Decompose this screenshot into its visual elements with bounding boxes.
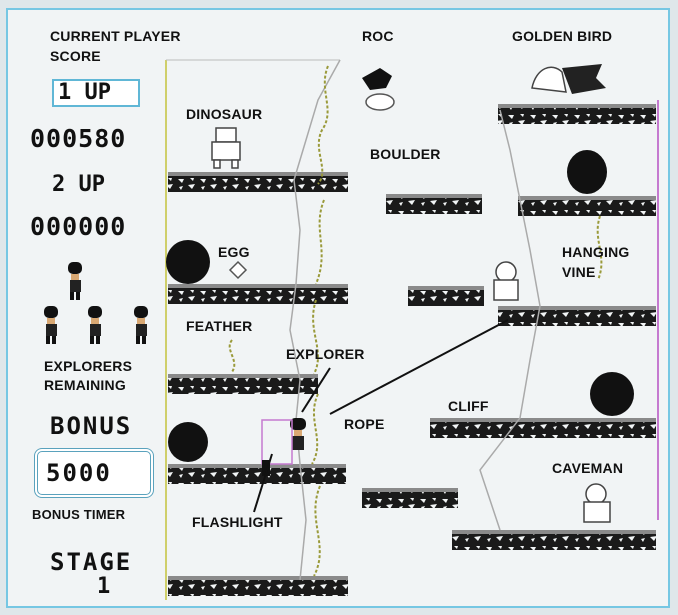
hanging-vine-label-line1: HANGING (562, 244, 630, 260)
caveman-sprite (494, 262, 518, 300)
boulder-label: BOULDER (370, 146, 441, 162)
explorer-label: EXPLORER (286, 346, 365, 362)
ledge (498, 104, 656, 124)
hanging-vine (314, 486, 320, 576)
rope-label: ROPE (344, 416, 384, 432)
floating-ledge (386, 194, 482, 214)
ledge (168, 172, 348, 192)
feather-label: FEATHER (186, 318, 252, 334)
hanging-vine-label-line2: VINE (562, 264, 595, 280)
caveman-sprite (584, 484, 610, 522)
floating-ledge (408, 286, 484, 306)
ledge (168, 374, 318, 394)
boulder-sprite (168, 422, 208, 462)
ledge (168, 464, 346, 484)
caveman-label: CAVEMAN (552, 460, 623, 476)
hanging-vine (312, 394, 318, 464)
boulder-sprite (590, 372, 634, 416)
golden-bird-sprite (532, 64, 606, 94)
ledge (452, 530, 656, 550)
roc-sprite (362, 68, 394, 110)
ledge (498, 306, 656, 326)
egg-sprite (230, 262, 246, 278)
ledge (168, 576, 348, 596)
golden-bird-label: GOLDEN BIRD (512, 28, 612, 44)
cliff-label: CLIFF (448, 398, 489, 414)
boulder-sprite (166, 240, 210, 284)
dinosaur-sprite (212, 128, 240, 168)
roc-label: ROC (362, 28, 394, 44)
cliff-ledge (430, 418, 656, 438)
egg-label: EGG (218, 244, 250, 260)
boulder-sprite (567, 150, 607, 194)
hanging-vine (316, 200, 324, 284)
feather-sprite (230, 340, 235, 372)
hanging-vine (313, 300, 318, 374)
flashlight-beam (262, 420, 292, 464)
ledge (518, 196, 656, 216)
flashlight-label: FLASHLIGHT (192, 514, 283, 530)
dinosaur-label: DINOSAUR (186, 106, 262, 122)
ledge (168, 284, 348, 304)
floating-ledge (362, 488, 458, 508)
